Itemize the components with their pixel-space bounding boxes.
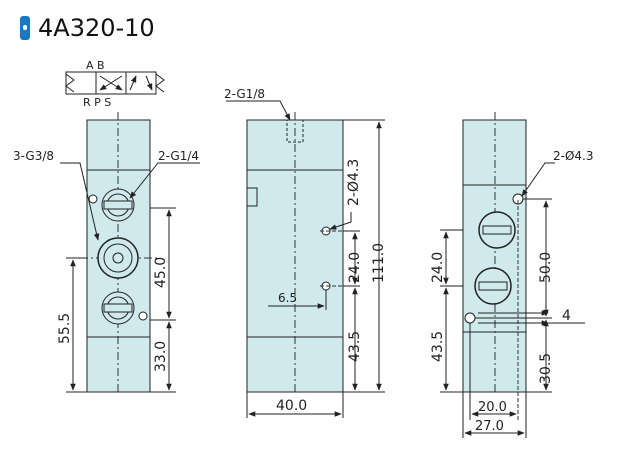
label-2-g18: 2-G1/8 <box>224 87 265 101</box>
port-top-icon <box>101 188 135 222</box>
leader-2-g14 <box>129 162 200 199</box>
end-mount-hole-lower-icon <box>464 312 476 324</box>
leader-2-d43-side <box>329 212 352 230</box>
symbol-flow-arrow-2 <box>99 75 123 91</box>
symbol-flow-arrow-4 <box>145 75 153 91</box>
dim-text-305: 30.5 <box>538 353 554 384</box>
symbol-actuator-icon <box>155 73 165 93</box>
label-2-d43-side: 2-Ø4.3 <box>346 159 362 206</box>
mount-hole-left-icon <box>88 194 98 204</box>
dim-text-33: 33.0 <box>153 341 169 372</box>
side-view-tab <box>246 187 258 207</box>
dim-text-4: 4 <box>562 308 571 324</box>
end-port-lower-icon <box>474 267 512 305</box>
symbol-bottom-ports: R P S <box>83 96 111 109</box>
port-middle-icon <box>97 237 139 279</box>
dim-text-435-side: 43.5 <box>347 331 363 362</box>
title-badge-icon <box>20 16 30 40</box>
side-view: 2-G1/8 2-Ø4.3 24.0 43.5 111.0 6.5 40.0 <box>224 87 387 418</box>
dim-text-50: 50.0 <box>538 252 554 283</box>
symbol-flow-arrow-3 <box>129 75 137 91</box>
port-bottom-icon <box>101 291 135 325</box>
leader-3-g38 <box>60 162 100 241</box>
dim-text-40: 40.0 <box>276 398 307 414</box>
dim-text-111: 111.0 <box>371 243 387 283</box>
front-view: 3-G3/8 2-G1/4 45.0 33.0 55.5 <box>13 112 200 395</box>
dim-text-20: 20.0 <box>478 400 507 415</box>
dim-text-555: 55.5 <box>57 313 73 344</box>
page-title: 4A320-10 <box>38 14 155 42</box>
end-view: 2-Ø4.3 24.0 43.5 50.0 30.5 4 20.0 27.0 <box>430 112 594 438</box>
leader-2-d43-end <box>521 162 555 197</box>
label-2-g14: 2-G1/4 <box>158 149 199 163</box>
end-port-upper-icon <box>478 211 516 249</box>
dim-text-24-side: 24.0 <box>347 252 363 283</box>
label-2-d43-end: 2-Ø4.3 <box>553 149 594 163</box>
valve-symbol: A B R P S <box>65 59 165 109</box>
dim-text-24-end: 24.0 <box>430 252 446 283</box>
dim-text-45: 45.0 <box>153 257 169 288</box>
symbol-top-ports: A B <box>86 59 105 72</box>
leader-2-g18 <box>226 100 291 121</box>
title-block: 4A320-10 <box>20 14 155 42</box>
label-3-g38: 3-G3/8 <box>13 149 54 163</box>
mount-hole-right-icon <box>138 311 148 321</box>
dim-text-27: 27.0 <box>475 419 504 434</box>
dim-text-435-end: 43.5 <box>430 331 446 362</box>
side-view-pilot-port <box>286 119 304 143</box>
symbol-spring-icon <box>65 73 75 93</box>
symbol-box-right <box>125 71 157 95</box>
dim-text-65: 6.5 <box>278 291 297 305</box>
